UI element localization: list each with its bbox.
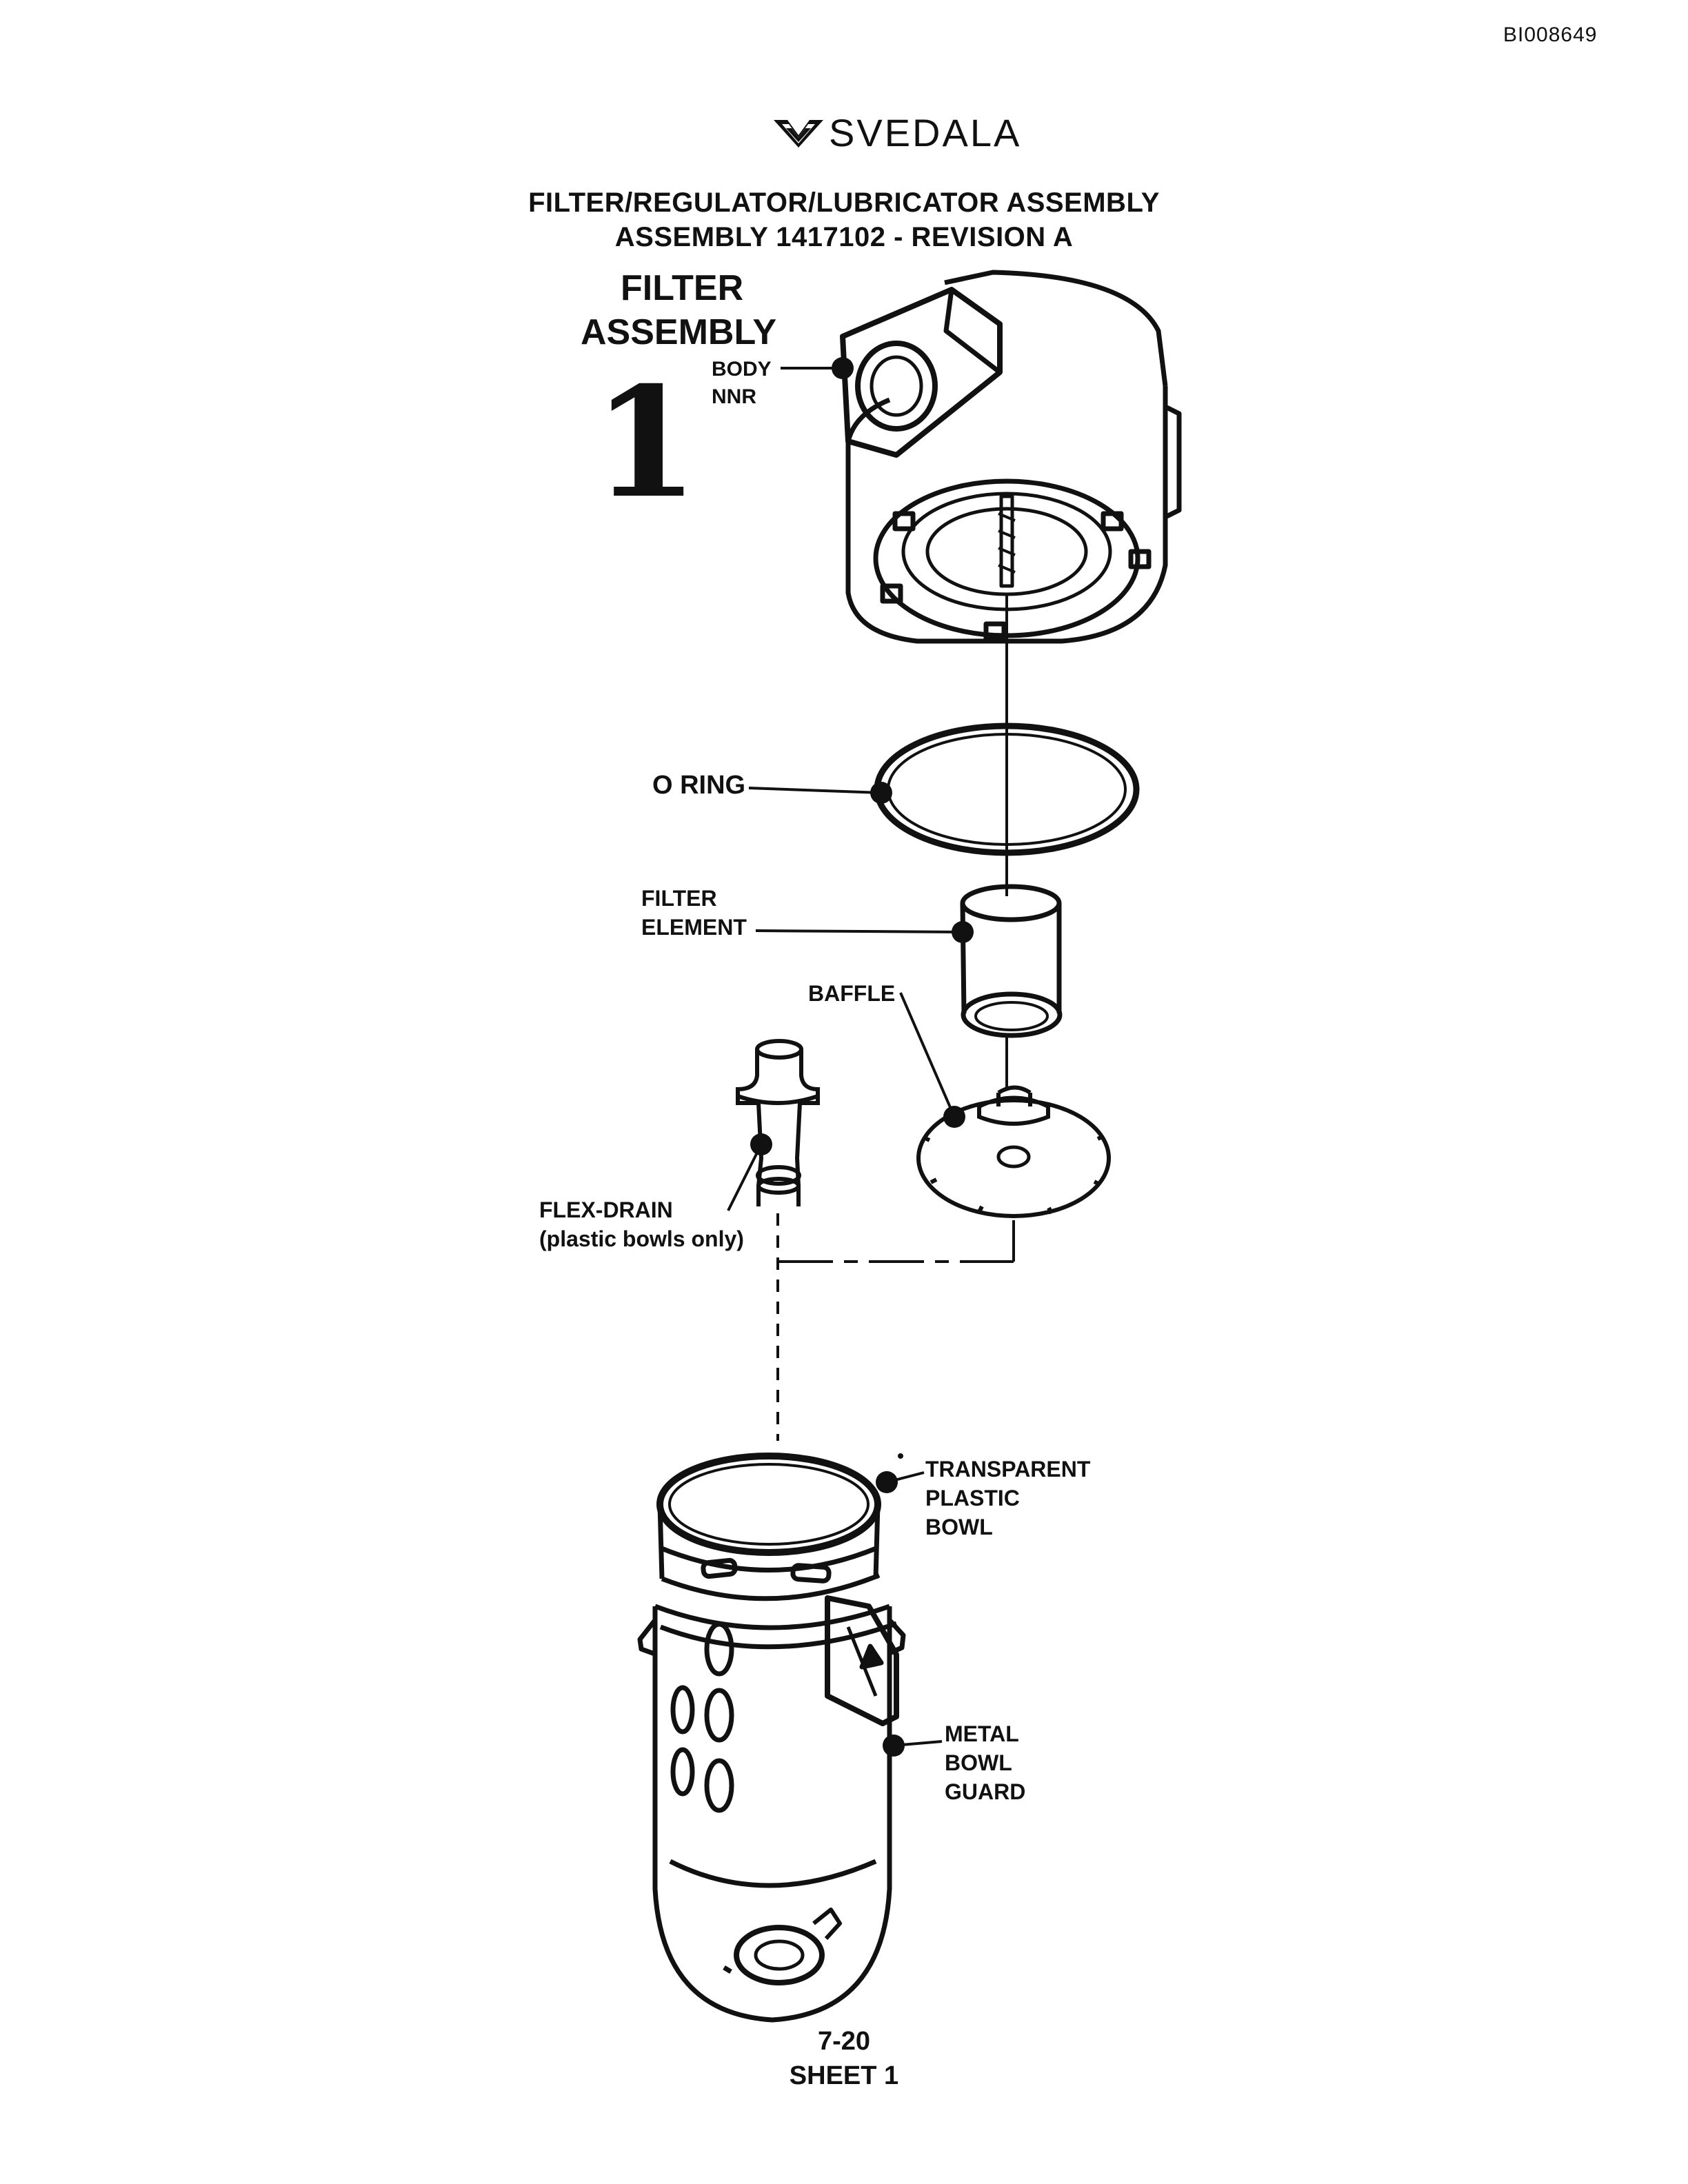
label-bowl-line-3: BOWL [925, 1515, 993, 1539]
baffle-part [916, 1085, 1111, 1218]
label-filter-element-line-2: ELEMENT [641, 915, 747, 940]
label-filter-element: FILTER ELEMENT [641, 884, 747, 942]
leader-lines [727, 357, 974, 1757]
label-metal-bowl-guard: METAL BOWL GUARD [945, 1719, 1025, 1806]
label-baffle: BAFFLE [808, 981, 896, 1006]
section-title-line-2: ASSEMBLY [581, 312, 777, 352]
svedala-logo: SVEDALA [772, 110, 1021, 159]
assembly-path-dashed [776, 1213, 1015, 1441]
title-line-1: FILTER/REGULATOR/LUBRICATOR ASSEMBLY [528, 188, 1160, 218]
section-number: 1 [593, 353, 699, 532]
label-filter-element-line-1: FILTER [641, 886, 717, 911]
sheet-number: SHEET 1 [789, 2061, 899, 2090]
label-bowl-line-2: PLASTIC [925, 1486, 1020, 1510]
page-number: 7-20 [817, 2027, 871, 2056]
label-o-ring: O RING [652, 771, 746, 800]
label-guard-line-1: METAL [945, 1721, 1019, 1746]
section-title-line-1: FILTER [621, 268, 744, 308]
label-guard-line-3: GUARD [945, 1779, 1026, 1804]
svedala-chevron-logo-icon [774, 120, 823, 148]
document-id: BI008649 [1503, 23, 1598, 46]
label-flex-drain-line-1: FLEX-DRAIN [539, 1197, 673, 1222]
label-body-line-2: NNR [712, 385, 756, 408]
title-line-2: ASSEMBLY 1417102 - REVISION A [614, 222, 1074, 252]
bowl-and-guard-part [637, 1453, 906, 2023]
label-body-line-1: BODY [712, 358, 772, 381]
filter-element-part [960, 884, 1063, 1038]
logo-text: SVEDALA [829, 111, 1022, 154]
flex-drain-part [736, 1039, 820, 1206]
label-body: BODY NNR [712, 356, 772, 411]
label-flex-drain: FLEX-DRAIN (plastic bowls only) [539, 1195, 744, 1253]
body-part [840, 270, 1182, 644]
label-guard-line-2: BOWL [945, 1750, 1012, 1775]
label-transparent-plastic-bowl: TRANSPARENT PLASTIC BOWL [925, 1455, 1090, 1541]
label-flex-drain-line-2: (plastic bowls only) [539, 1226, 744, 1251]
label-bowl-line-1: TRANSPARENT [925, 1457, 1091, 1482]
